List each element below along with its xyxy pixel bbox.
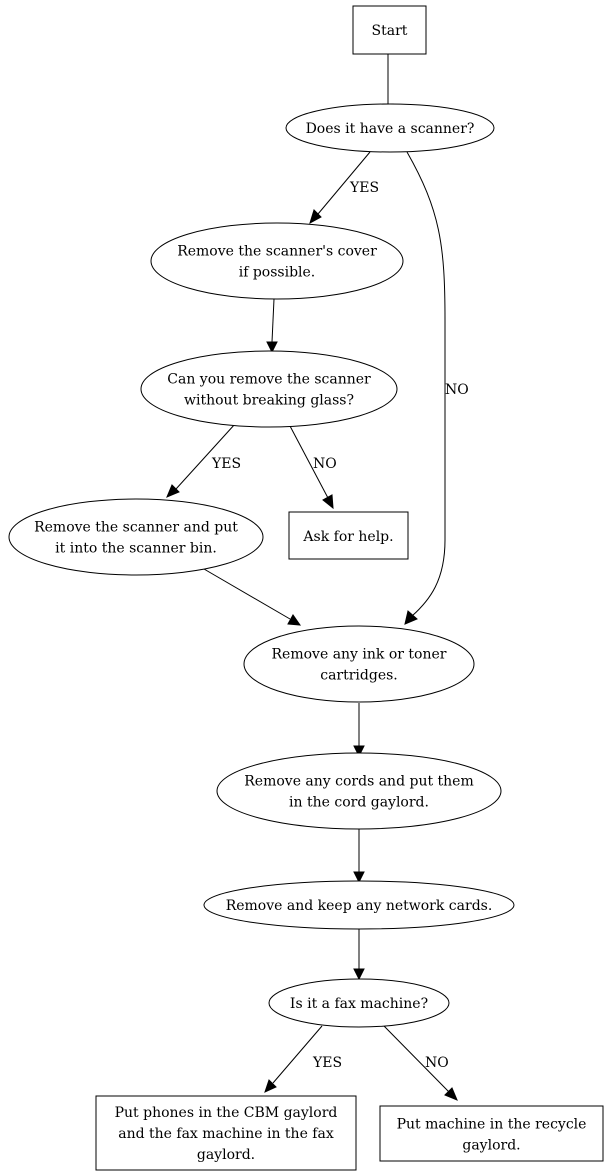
node-label-line: Remove and keep any network cards. [226, 898, 493, 914]
edge-scanner-to-ink [203, 568, 291, 620]
node-text: Ask for help. [302, 529, 393, 545]
node-label-line: gaylord. [197, 1147, 255, 1163]
arrowhead [322, 494, 334, 510]
arrowhead [264, 1079, 277, 1093]
edge-label-fax-no: NO [425, 1055, 449, 1071]
node-text: Remove any cords and put them in the cord… [244, 774, 474, 811]
node-label-line: Remove any cords and put them [244, 774, 474, 790]
node-label-line: Start [372, 23, 408, 39]
node-text: Is it a fax machine? [290, 996, 428, 1012]
node-label-line: gaylord. [462, 1138, 520, 1154]
edge-scanner-yes [317, 151, 371, 215]
node-fax-yes: Put phones in the CBM gaylord and the fax… [95, 1095, 357, 1171]
node-remove-cover: Remove the scanner's cover if possible. [150, 222, 404, 300]
node-label-line: Does it have a scanner? [306, 121, 475, 137]
edge-fax-yes [272, 1025, 323, 1084]
edges [166, 54, 458, 1101]
node-text: Remove any ink or toner cartridges. [272, 647, 447, 684]
node-is-fax: Is it a fax machine? [268, 978, 450, 1028]
arrowhead [353, 968, 365, 981]
node-remove-scanner: Remove the scanner and put it into the sc… [8, 498, 264, 576]
edge-label-remove-no: NO [313, 456, 337, 472]
node-label-line: it into the scanner bin. [55, 541, 217, 557]
arrowhead [266, 341, 278, 354]
arrowhead [404, 610, 418, 625]
node-label-line: Remove the scanner and put [34, 520, 238, 536]
edge-label-scanner-yes: YES [349, 180, 379, 196]
node-remove-cords: Remove any cords and put them in the cord… [216, 752, 502, 830]
node-label-line: Put phones in the CBM gaylord [115, 1105, 338, 1121]
node-can-remove: Can you remove the scanner without breaki… [140, 350, 398, 428]
edge-label-scanner-no: NO [445, 382, 469, 398]
edge-scanner-no [406, 151, 446, 617]
node-network-cards: Remove and keep any network cards. [203, 880, 515, 930]
node-label-line: without breaking glass? [184, 393, 354, 409]
node-text: Can you remove the scanner without breaki… [167, 372, 371, 409]
node-text: Does it have a scanner? [306, 121, 475, 137]
node-label-line: in the cord gaylord. [289, 795, 429, 811]
arrowhead [287, 614, 302, 626]
edge-canremove-yes [175, 423, 236, 490]
node-text: Start [372, 23, 408, 39]
edge-cover-to-canremove [271, 298, 275, 343]
node-start: Start [352, 5, 427, 55]
arrowhead [166, 484, 180, 498]
node-text: Put machine in the recycle gaylord. [397, 1117, 587, 1154]
edge-labels: YES NO YES NO YES NO [211, 180, 469, 1071]
edge-label-remove-yes: YES [211, 456, 241, 472]
node-label-line: and the fax machine in the fax [118, 1126, 334, 1142]
node-label-line: Remove the scanner's cover [177, 244, 377, 260]
node-label-line: Ask for help. [302, 529, 393, 545]
node-label-line: Remove any ink or toner [272, 647, 447, 663]
node-label-line: cartridges. [320, 668, 398, 684]
arrowhead [444, 1087, 458, 1101]
edge-fax-no [383, 1025, 450, 1093]
edge-label-fax-yes: YES [312, 1055, 342, 1071]
node-label-line: if possible. [239, 265, 316, 281]
node-label-line: Is it a fax machine? [290, 996, 428, 1012]
edge-canremove-no [289, 425, 329, 499]
node-label-line: Put machine in the recycle [397, 1117, 587, 1133]
node-has-scanner: Does it have a scanner? [285, 103, 495, 153]
arrowhead [309, 209, 322, 225]
node-text: Remove the scanner's cover if possible. [177, 244, 377, 281]
node-text: Remove and keep any network cards. [226, 898, 493, 914]
arrowhead [353, 745, 365, 758]
arrowhead [353, 871, 365, 884]
node-text: Remove the scanner and put it into the sc… [34, 520, 238, 557]
node-label-line: Can you remove the scanner [167, 372, 371, 388]
node-fax-no: Put machine in the recycle gaylord. [379, 1105, 604, 1162]
node-text: Put phones in the CBM gaylord and the fax… [115, 1105, 338, 1163]
node-ask-help: Ask for help. [288, 511, 409, 560]
node-remove-ink: Remove any ink or toner cartridges. [243, 625, 475, 703]
